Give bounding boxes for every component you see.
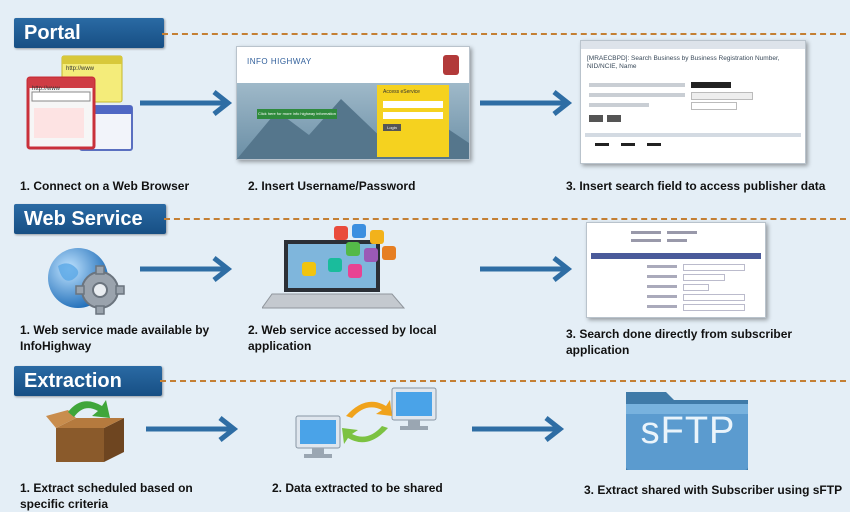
- app-field-label: [647, 295, 677, 298]
- info-banner: Click here for more info highway informa…: [257, 109, 337, 119]
- export-button: [607, 115, 621, 122]
- search-row-value: [691, 92, 753, 100]
- portal-step-1-caption: 1. Connect on a Web Browser: [20, 179, 190, 193]
- results-cell: [621, 143, 635, 146]
- app-row: [631, 231, 661, 234]
- flow-arrow: [472, 416, 565, 442]
- flow-arrow: [480, 256, 573, 282]
- flow-arrow: [146, 416, 239, 442]
- web-service-step-3-caption: 3. Search done directly from subscriber …: [566, 327, 793, 357]
- results-cell: [647, 143, 661, 146]
- section-title-portal: Portal: [14, 18, 164, 48]
- section-divider-portal: [162, 33, 846, 35]
- username-field[interactable]: [383, 101, 443, 108]
- web-service-step-1-caption: 1. Web service made available by InfoHig…: [20, 323, 210, 353]
- search-row-value: [691, 82, 731, 88]
- app-field-label: [647, 285, 677, 288]
- section-title-extraction: Extraction: [14, 366, 162, 396]
- search-row: [589, 93, 685, 97]
- search-screenshot: [MRAECBPD]: Search Business by Business …: [580, 40, 806, 164]
- coat-of-arms-icon: [443, 55, 459, 75]
- flow-arrow: [140, 256, 233, 282]
- extraction-step-1-caption: 1. Extract scheduled based on specific c…: [20, 481, 193, 511]
- app-field: [683, 284, 709, 291]
- login-button[interactable]: Login: [383, 124, 401, 131]
- app-field: [683, 294, 745, 301]
- subscriber-app-screenshot: [586, 222, 766, 318]
- globe-gear-icon: [44, 244, 130, 318]
- app-field: [683, 274, 725, 281]
- flow-arrow: [140, 90, 233, 116]
- search-row-value: [691, 102, 737, 110]
- flow-arrow: [480, 90, 573, 116]
- scheduled-extract-box-icon: [46, 396, 132, 466]
- app-field: [683, 304, 745, 311]
- extraction-step-2-caption: 2. Data extracted to be shared: [272, 481, 443, 495]
- app-row: [667, 239, 687, 242]
- app-row: [631, 239, 661, 242]
- search-screen-heading: [MRAECBPD]: Search Business by Business …: [587, 55, 780, 70]
- laptop-apps-icon: [261, 222, 412, 314]
- app-field-label: [647, 275, 677, 278]
- search-screen-topbar: [581, 41, 805, 49]
- app-field: [683, 264, 745, 271]
- sftp-folder-icon: sFTP: [622, 382, 754, 474]
- section-divider-extraction: [160, 380, 846, 382]
- app-header-bar: [591, 253, 761, 259]
- web-service-step-2-caption: 2. Web service accessed by local applica…: [248, 323, 437, 353]
- sftp-label: sFTP: [640, 410, 736, 452]
- search-row: [589, 83, 685, 87]
- browser-url-text-back: http://www: [66, 66, 95, 72]
- portal-step-2-caption: 2. Insert Username/Password: [248, 179, 416, 193]
- login-screenshot: INFO HIGHWAY Click here for more info hi…: [236, 46, 470, 160]
- search-button: [589, 115, 603, 122]
- search-row: [589, 103, 649, 107]
- app-field-label: [647, 265, 677, 268]
- access-panel: Access eService Login: [377, 85, 449, 157]
- infohighway-logo: INFO HIGHWAY: [247, 57, 312, 66]
- results-cell: [595, 143, 609, 146]
- access-panel-title: Access eService: [383, 89, 420, 95]
- section-divider-web-service: [164, 218, 846, 220]
- browser-url-text: http://www: [32, 86, 61, 92]
- portal-step-3-caption: 3. Insert search field to access publish…: [566, 179, 826, 193]
- web-browser-icon: http://www http://www: [10, 52, 138, 162]
- extraction-step-3-caption: 3. Extract shared with Subscriber using …: [584, 483, 843, 497]
- app-row: [667, 231, 697, 234]
- results-header: [585, 133, 801, 137]
- data-exchange-computers-icon: [294, 386, 444, 466]
- app-field-label: [647, 305, 677, 308]
- section-title-web-service: Web Service: [14, 204, 166, 234]
- password-field[interactable]: [383, 112, 443, 119]
